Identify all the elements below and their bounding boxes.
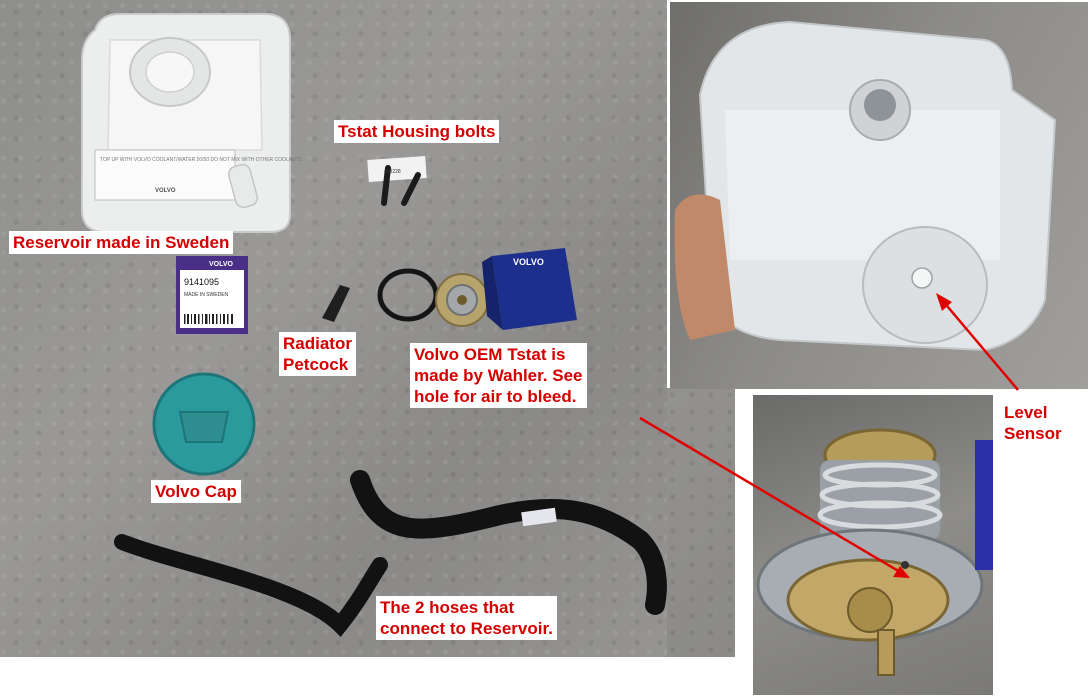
parts-photo-extension	[667, 388, 735, 657]
tag-brand-text: VOLVO	[209, 261, 234, 268]
part-number-tag	[176, 256, 248, 334]
oem-tstat-label: Volvo OEM Tstat is made by Wahler. See h…	[410, 343, 587, 408]
hoses-label: The 2 hoses that connect to Reservoir.	[376, 596, 557, 640]
blue-box-edge	[975, 440, 993, 570]
radiator-petcock-label: Radiator Petcock	[279, 332, 356, 376]
oem-tstat-label-line3: hole for air to bleed.	[414, 387, 577, 406]
level-sensor-label-line1: Level	[1004, 403, 1048, 422]
radiator-petcock-label-line2: Petcock	[283, 355, 349, 374]
tstat-bolts-label: Tstat Housing bolts	[334, 120, 500, 143]
radiator-petcock-label-line1: Radiator	[283, 334, 352, 353]
reservoir-warning-text: TOP UP WITH VOLVO COOLANT/WATER 50/50 DO…	[100, 157, 303, 163]
hose-tag	[521, 507, 557, 527]
radiator-petcock	[322, 285, 350, 322]
volvo-box	[482, 248, 577, 330]
part-number-text: 9141095	[184, 277, 219, 287]
level-sensor-arrow	[941, 299, 1019, 391]
hand	[674, 194, 735, 340]
level-sensor-arrowhead	[936, 293, 952, 311]
hoses-label-line2: connect to Reservoir.	[380, 619, 553, 638]
reservoir-label: Reservoir made in Sweden	[9, 231, 234, 254]
hose-short	[114, 534, 388, 637]
oem-tstat-label-line1: Volvo OEM Tstat is	[414, 345, 566, 364]
level-sensor-label-line2: Sensor	[1004, 424, 1062, 443]
hoses-label-line1: The 2 hoses that	[380, 598, 515, 617]
made-in-text: MADE IN SWEDEN	[184, 292, 229, 298]
box-brand-text: VOLVO	[513, 257, 544, 267]
thermostat-closeup	[756, 428, 993, 676]
volvo-cap	[152, 372, 256, 476]
bleed-hole-arrowhead	[893, 566, 910, 578]
thermostat	[435, 273, 489, 327]
reservoir-closeup	[674, 20, 1057, 352]
reservoir-tank	[81, 13, 291, 233]
o-ring-seal	[377, 268, 439, 322]
tstat-bolts	[367, 156, 427, 206]
volvo-cap-label: Volvo Cap	[151, 480, 241, 503]
bleed-hole-arrow	[639, 416, 901, 574]
bolt-tag-text: 468228	[384, 169, 401, 175]
level-sensor-label: Level Sensor	[1000, 401, 1066, 445]
oem-tstat-label-line2: made by Wahler. See	[414, 366, 583, 385]
hose-long	[350, 470, 667, 615]
reservoir-brand-text: VOLVO	[155, 188, 176, 194]
